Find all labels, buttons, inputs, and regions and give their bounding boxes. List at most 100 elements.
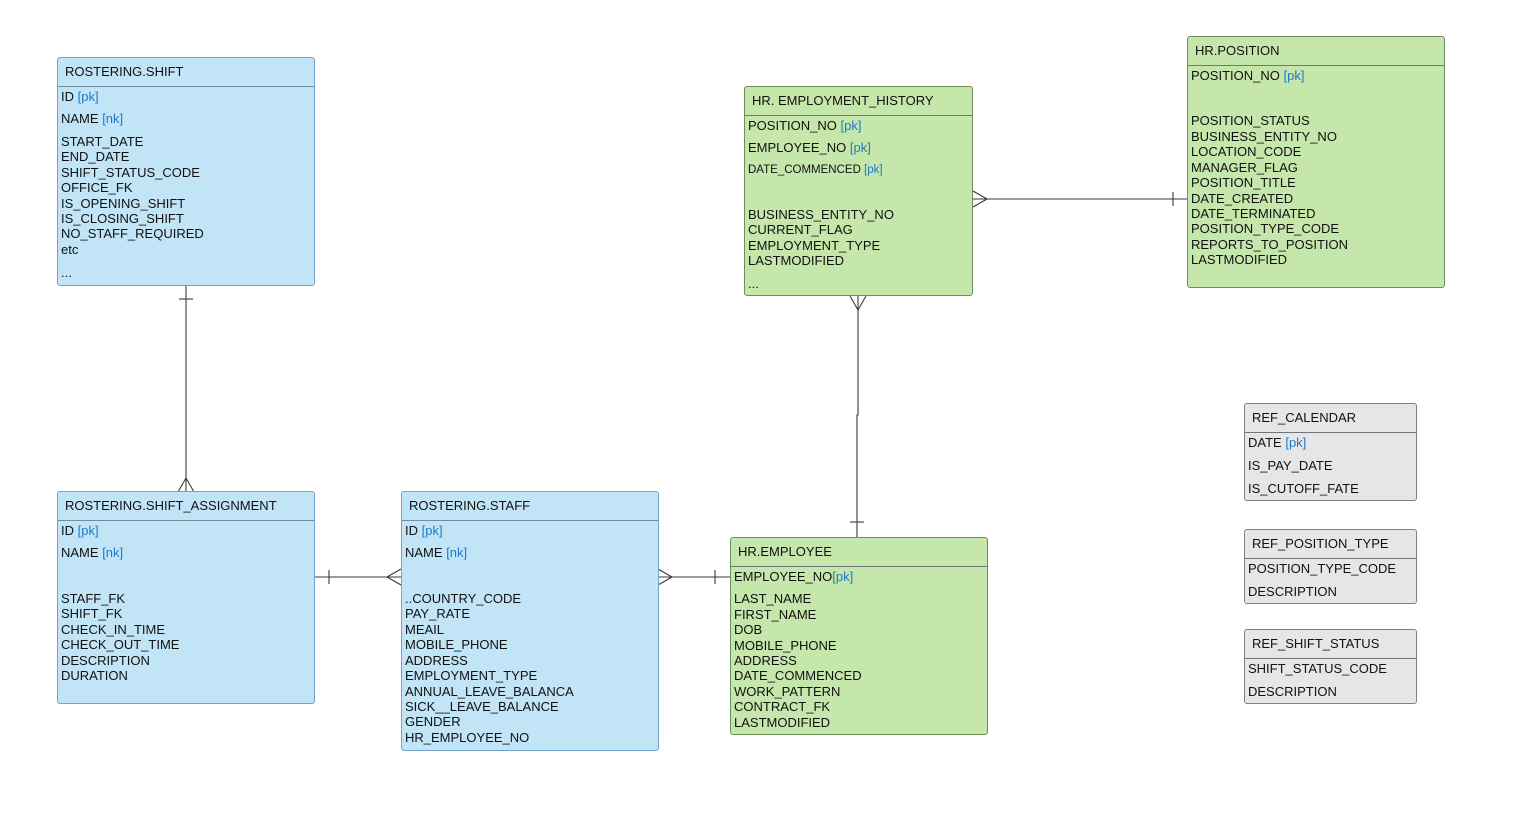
field-name: CURRENT_FLAG bbox=[748, 222, 853, 237]
field-name: CONTRACT_FK bbox=[734, 699, 831, 714]
field-name: CHECK_IN_TIME bbox=[61, 622, 166, 637]
entity-title: HR. EMPLOYMENT_HISTORY bbox=[745, 87, 972, 116]
field-name: EMPLOYMENT_TYPE bbox=[405, 668, 538, 683]
field-name: REPORTS_TO_POSITION bbox=[1191, 237, 1349, 252]
field-name: OFFICE_FK bbox=[61, 180, 133, 195]
field-name: HR_EMPLOYEE_NO bbox=[405, 730, 530, 745]
entity-title: HR.EMPLOYEE bbox=[731, 538, 987, 567]
connector-employment-history-to-employee bbox=[849, 295, 867, 537]
entity-title: ROSTERING.SHIFT_ASSIGNMENT bbox=[58, 492, 314, 521]
entity-rostering-shift-assignment[interactable]: ROSTERING.SHIFT_ASSIGNMENT ID [pk] NAME … bbox=[57, 491, 315, 704]
field-row: DATE [pk] bbox=[1248, 435, 1306, 450]
primary-key-tag: [pk] bbox=[77, 89, 99, 104]
field-name: IS_CUTOFF_FATE bbox=[1248, 481, 1359, 496]
field-name: PAY_RATE bbox=[405, 606, 471, 621]
field-name: DESCRIPTION bbox=[1248, 584, 1337, 599]
field-name: EMPLOYEE_NO bbox=[748, 140, 847, 155]
field-name: NAME bbox=[61, 111, 99, 126]
field-name: BUSINESS_ENTITY_NO bbox=[748, 207, 894, 222]
field-name: LOCATION_CODE bbox=[1191, 144, 1302, 159]
entity-rostering-shift[interactable]: ROSTERING.SHIFT ID [pk] NAME [nk] START_… bbox=[57, 57, 315, 286]
entity-rostering-staff[interactable]: ROSTERING.STAFF ID [pk] NAME [nk] ..COUN… bbox=[401, 491, 659, 751]
field-name: SHIFT_STATUS_CODE bbox=[61, 165, 200, 180]
field-name: START_DATE bbox=[61, 134, 144, 149]
field-name: IS_OPENING_SHIFT bbox=[61, 196, 186, 211]
field-name: MEAIL bbox=[405, 622, 445, 637]
entity-title: HR.POSITION bbox=[1188, 37, 1444, 66]
field-name: NAME bbox=[61, 545, 99, 560]
connector-employment-history-to-position bbox=[972, 190, 1188, 208]
field-name: MANAGER_FLAG bbox=[1191, 160, 1298, 175]
field-name: POSITION_TYPE_CODE bbox=[1191, 221, 1340, 236]
field-row: DATE_COMMENCED [pk] bbox=[748, 163, 883, 178]
field-name: DURATION bbox=[61, 668, 128, 683]
field-name: ID bbox=[61, 89, 74, 104]
primary-key-tag: [pk] bbox=[1283, 68, 1305, 83]
field-name: BUSINESS_ENTITY_NO bbox=[1191, 129, 1337, 144]
field-row: NAME [nk] bbox=[61, 111, 123, 126]
field-name: POSITION_TITLE bbox=[1191, 175, 1296, 190]
entity-title: REF_POSITION_TYPE bbox=[1245, 530, 1416, 559]
field-row: POSITION_NO [pk] bbox=[748, 118, 861, 133]
natural-key-tag: [nk] bbox=[446, 545, 468, 560]
field-name: LASTMODIFIED bbox=[734, 715, 831, 730]
field-name: DESCRIPTION bbox=[1248, 684, 1337, 699]
field-name: DATE bbox=[1248, 435, 1282, 450]
entity-title: REF_SHIFT_STATUS bbox=[1245, 630, 1416, 659]
field-name: SICK__LEAVE_BALANCE bbox=[405, 699, 559, 714]
field-name: GENDER bbox=[405, 714, 461, 729]
primary-key-tag: [pk] bbox=[421, 523, 443, 538]
field-name: POSITION_STATUS bbox=[1191, 113, 1310, 128]
field-name: EMPLOYMENT_TYPE bbox=[748, 238, 881, 253]
field-name: SHIFT_STATUS_CODE bbox=[1248, 661, 1387, 676]
natural-key-tag: [nk] bbox=[102, 545, 124, 560]
entity-hr-employee[interactable]: HR.EMPLOYEE EMPLOYEE_NO[pk] LAST_NAME FI… bbox=[730, 537, 988, 735]
field-row: NAME [nk] bbox=[61, 545, 123, 560]
field-name: CHECK_OUT_TIME bbox=[61, 637, 180, 652]
entity-hr-position[interactable]: HR.POSITION POSITION_NO [pk] POSITION_ST… bbox=[1187, 36, 1445, 288]
primary-key-tag: [pk] bbox=[840, 118, 862, 133]
field-name: LASTMODIFIED bbox=[748, 253, 845, 268]
field-name: ... bbox=[748, 276, 759, 291]
field-name: ID bbox=[405, 523, 418, 538]
entity-ref-position-type[interactable]: REF_POSITION_TYPE POSITION_TYPE_CODE DES… bbox=[1244, 529, 1417, 604]
field-name: DATE_COMMENCED bbox=[734, 668, 862, 683]
field-row: EMPLOYEE_NO [pk] bbox=[748, 140, 871, 155]
field-name: POSITION_TYPE_CODE bbox=[1248, 561, 1397, 576]
primary-key-tag: [pk] bbox=[864, 164, 883, 176]
field-name: WORK_PATTERN bbox=[734, 684, 841, 699]
connector-staff-to-employee bbox=[657, 568, 730, 586]
field-name: ID bbox=[61, 523, 74, 538]
field-row: NAME [nk] bbox=[405, 545, 467, 560]
field-name: STAFF_FK bbox=[61, 591, 126, 606]
field-name: NAME bbox=[405, 545, 443, 560]
field-name: EMPLOYEE_NO bbox=[734, 569, 833, 584]
entity-ref-calendar[interactable]: REF_CALENDAR DATE [pk] IS_PAY_DATE IS_CU… bbox=[1244, 403, 1417, 501]
field-row: ID [pk] bbox=[61, 523, 99, 538]
connector-shift-assignment-to-staff bbox=[315, 568, 402, 586]
entity-hr-employment-history[interactable]: HR. EMPLOYMENT_HISTORY POSITION_NO [pk] … bbox=[744, 86, 973, 296]
field-name: NO_STAFF_REQUIRED bbox=[61, 226, 204, 241]
entity-ref-shift-status[interactable]: REF_SHIFT_STATUS SHIFT_STATUS_CODE DESCR… bbox=[1244, 629, 1417, 704]
field-row: POSITION_NO [pk] bbox=[1191, 68, 1304, 83]
field-name: MOBILE_PHONE bbox=[734, 638, 837, 653]
field-name: etc bbox=[61, 242, 79, 257]
field-name: ..COUNTRY_CODE bbox=[405, 591, 522, 606]
field-name: DATE_COMMENCED bbox=[748, 164, 861, 176]
connector-shift-to-shift-assignment bbox=[177, 286, 195, 493]
field-name: MOBILE_PHONE bbox=[405, 637, 508, 652]
field-name: ANNUAL_LEAVE_BALANCA bbox=[405, 684, 574, 699]
field-name: LAST_NAME bbox=[734, 591, 812, 606]
primary-key-tag: [pk] bbox=[849, 140, 871, 155]
field-name: IS_CLOSING_SHIFT bbox=[61, 211, 184, 226]
field-name: DATE_TERMINATED bbox=[1191, 206, 1316, 221]
primary-key-tag: [pk] bbox=[77, 523, 99, 538]
field-name: FIRST_NAME bbox=[734, 607, 817, 622]
field-row: EMPLOYEE_NO[pk] bbox=[734, 569, 853, 584]
field-name: DATE_CREATED bbox=[1191, 191, 1294, 206]
field-name: ADDRESS bbox=[405, 653, 468, 668]
field-name: ... bbox=[61, 265, 72, 280]
entity-title: REF_CALENDAR bbox=[1245, 404, 1416, 433]
field-name: DOB bbox=[734, 622, 763, 637]
